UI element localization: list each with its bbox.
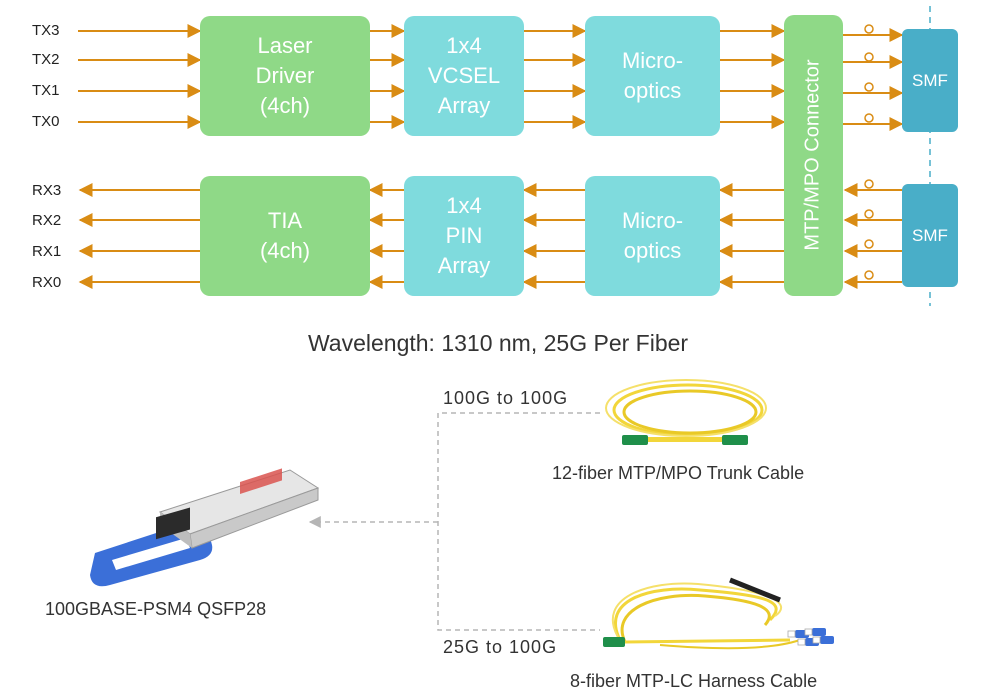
harness-rate-label: 25G to 100G [443, 637, 558, 657]
tx0-label: TX0 [32, 113, 60, 130]
qsfp28-transceiver-icon [90, 468, 320, 587]
rx-pin-to-tia-arrows [368, 183, 404, 289]
smf-rx-block: SMF [902, 184, 958, 287]
harness-cable-label: 8-fiber MTP-LC Harness Cable [570, 671, 818, 691]
rx-optics-to-pin-arrows [522, 183, 585, 289]
pin-array-block: 1x4 PIN Array [404, 176, 524, 296]
micro-optics-rx-block: Micro- optics [585, 176, 720, 296]
tx-driver-to-vcsel-arrows [370, 24, 406, 129]
module-label: 100GBASE-PSM4 QSFP28 [45, 599, 267, 619]
trunk-rate-label: 100G to 100G [443, 388, 569, 408]
rx-connector-to-optics-arrows [718, 183, 784, 289]
mtp-mpo-connector-label: MTP/MPO Connector [801, 59, 824, 251]
tx-vcsel-to-optics-arrows [524, 24, 587, 129]
cable-option-bracket [308, 412, 600, 631]
tx-connector-to-smf-arrows [843, 28, 904, 131]
rx-fiber-rings [864, 179, 874, 280]
tx-fiber-rings [864, 24, 874, 123]
tx1-label: TX1 [32, 82, 60, 99]
tx-optics-to-connector-arrows [720, 24, 786, 129]
tx3-label: TX3 [32, 22, 60, 39]
smf-tx-block: SMF [902, 29, 958, 132]
trunk-cable-label: 12-fiber MTP/MPO Trunk Cable [552, 463, 805, 483]
rx1-label: RX1 [32, 243, 62, 260]
rx-smf-to-connector-arrows [843, 183, 902, 289]
wavelength-caption: Wavelength: 1310 nm, 25G Per Fiber [307, 330, 689, 356]
tx2-label: TX2 [32, 51, 60, 68]
rx-output-arrows [78, 183, 200, 289]
rx3-label: RX3 [32, 182, 62, 199]
rx0-label: RX0 [32, 274, 62, 291]
tx-input-arrows [78, 24, 202, 129]
laser-driver-block: Laser Driver (4ch) [200, 16, 370, 136]
mtp-mpo-connector-block [784, 15, 843, 296]
vcsel-array-block: 1x4 VCSEL Array [404, 16, 524, 136]
tia-block: TIA (4ch) [200, 176, 370, 296]
micro-optics-tx-block: Micro- optics [585, 16, 720, 136]
mtp-lc-harness-cable-icon [603, 577, 834, 650]
rx2-label: RX2 [32, 212, 62, 229]
mtp-trunk-cable-icon [605, 379, 767, 445]
